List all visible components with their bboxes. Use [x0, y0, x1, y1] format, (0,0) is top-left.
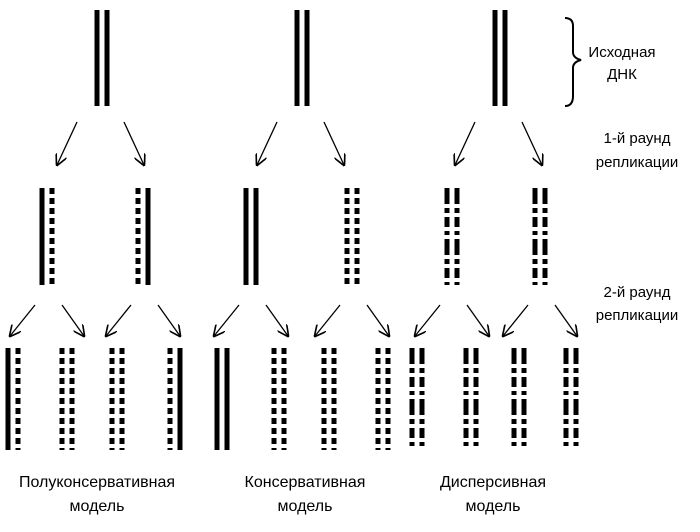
- dispersive-model-label-line2: модель: [466, 498, 521, 515]
- dispersive-round2-arrow-2-left: [503, 304, 529, 336]
- round2-label-line2: репликации: [596, 307, 679, 324]
- strands-layer: [5, 10, 579, 450]
- conservative-round2-arrow-2-right: [366, 304, 389, 336]
- dispersive-round2-arrow-1-left: [415, 304, 441, 336]
- semiconservative-model-label-line1: Полуконсервативная: [19, 474, 175, 491]
- original-dna-label-line1: Исходная: [588, 44, 655, 61]
- dispersive-round2-arrow-2-right: [554, 304, 577, 336]
- original-dna-label-line2: ДНК: [607, 66, 637, 83]
- conservative-model-label-line2: модель: [278, 498, 333, 515]
- dispersive-round1-arrow-right: [521, 121, 542, 165]
- conservative-model-label-line1: Консервативная: [245, 474, 366, 491]
- conservative-round1-arrow-right: [323, 121, 344, 165]
- semiconservative-round2-arrow-2-right: [157, 304, 180, 336]
- round1-label-line1: 1-й раунд: [604, 130, 671, 147]
- conservative-round2-arrow-1-right: [265, 304, 288, 336]
- original-dna-brace: [564, 17, 582, 107]
- semiconservative-round2-arrow-2-left: [106, 304, 132, 336]
- semiconservative-round2-arrow-1-left: [10, 304, 36, 336]
- semiconservative-round1-arrow-right: [123, 121, 144, 165]
- dispersive-round2-arrow-1-right: [466, 304, 489, 336]
- dispersive-round1-arrow-left: [455, 121, 476, 165]
- conservative-round1-arrow-left: [257, 121, 278, 165]
- arrows-layer: [10, 121, 577, 336]
- semiconservative-round2-arrow-1-right: [61, 304, 84, 336]
- conservative-round2-arrow-1-left: [214, 304, 240, 336]
- semiconservative-round1-arrow-left: [57, 121, 78, 165]
- round1-label-line2: репликации: [596, 154, 679, 171]
- round2-label-line1: 2-й раунд: [604, 284, 671, 301]
- semiconservative-model-label-line2: модель: [70, 498, 125, 515]
- dispersive-model-label-line1: Дисперсивная: [440, 474, 546, 491]
- conservative-round2-arrow-2-left: [315, 304, 341, 336]
